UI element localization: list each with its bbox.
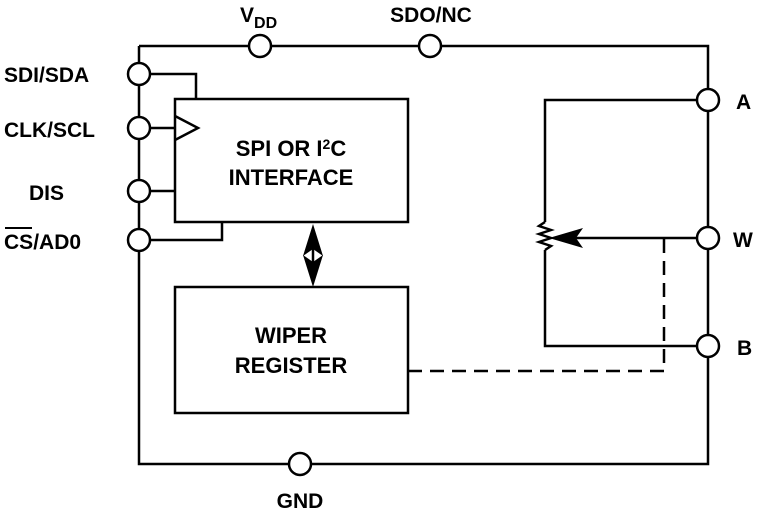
label-a: A — [736, 91, 751, 114]
pin-a — [695, 87, 721, 113]
label-cs-bar-text: CS — [4, 231, 33, 254]
pin-cs-ad0 — [126, 227, 152, 253]
label-dis: DIS — [29, 182, 64, 205]
interface-label: SPI OR I2C — [236, 136, 347, 161]
wiper-register-label-line2: REGISTER — [235, 353, 348, 378]
label-clk-scl: CLK/SCL — [4, 119, 95, 142]
label-vdd: VDD — [240, 4, 277, 32]
pin-dis — [126, 178, 152, 204]
chip-outline — [137, 44, 710, 466]
pin-gnd — [287, 451, 313, 477]
wiper-register-label-line1: WIPER — [255, 323, 327, 348]
label-w: W — [733, 229, 753, 252]
wiper-control-dashed-link — [408, 238, 666, 373]
wiper-arrowhead — [549, 228, 583, 248]
label-sdi-sda: SDI/SDA — [4, 64, 89, 87]
resistor-element — [535, 220, 555, 252]
bus-arrow-up-head — [303, 224, 323, 256]
interface-label-line2: INTERFACE — [229, 165, 354, 190]
pin-clk-scl — [126, 115, 152, 141]
wiper-register-block — [173, 285, 410, 415]
label-vdd-subscript: DD — [254, 15, 277, 32]
interface-label-superscript: 2 — [323, 136, 331, 152]
pin-sdo-nc — [417, 33, 443, 59]
clock-input-symbol — [174, 114, 201, 142]
bus-arrow-down-head — [303, 255, 323, 287]
resistor-terminal-wires — [543, 98, 708, 222]
pin-w — [695, 225, 721, 251]
label-cs-ad0: CS/AD0 — [4, 231, 81, 254]
label-gnd: GND — [277, 490, 324, 513]
pin-b — [695, 333, 721, 359]
sdi-connection — [139, 72, 198, 99]
pin-sdi-sda — [126, 61, 152, 87]
cs-connection — [139, 222, 224, 242]
resistor-bottom-wire — [543, 250, 708, 348]
pin-vdd — [247, 33, 273, 59]
label-sdo-nc: SDO/NC — [390, 4, 472, 27]
interface-block — [173, 97, 410, 224]
label-b: B — [737, 337, 752, 360]
